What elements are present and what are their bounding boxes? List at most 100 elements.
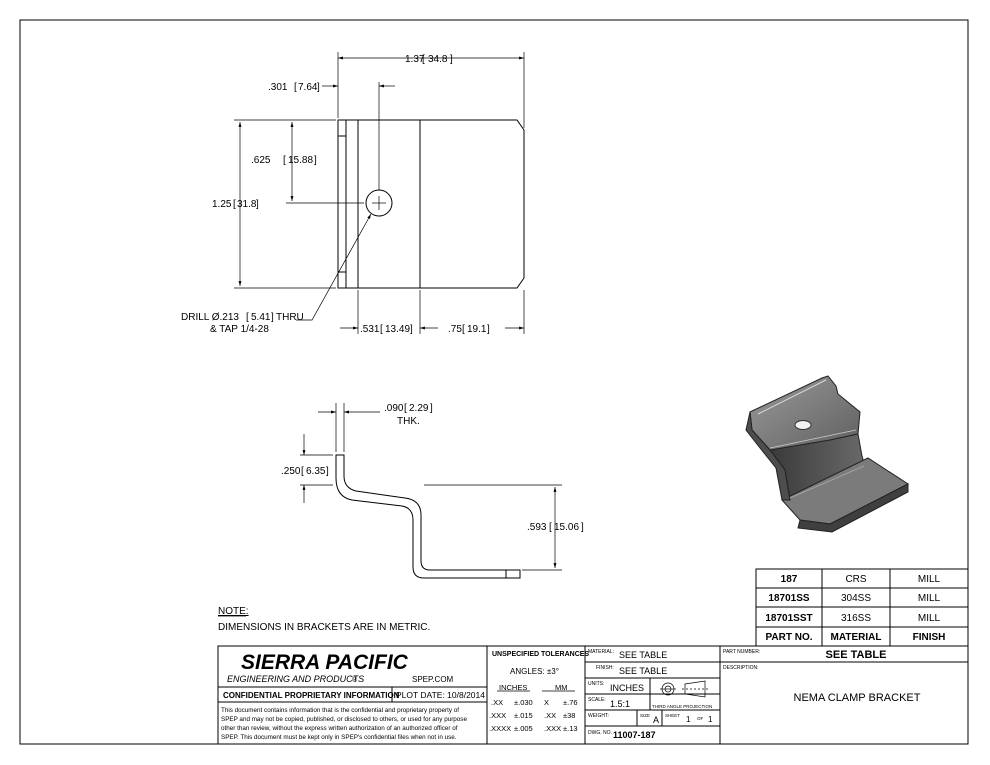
dim-flange-mm: 13.49 (385, 324, 410, 335)
tolerance-inches-header: INCHES (499, 683, 527, 692)
title-block-size-label: SIZE (640, 713, 650, 718)
dim-top-mm: 6.35 (306, 466, 326, 477)
title-block-material-label: MATERIAL: (588, 649, 614, 655)
finish-value: SEE TABLE (619, 666, 667, 676)
title-block-tolerances-rows-1-3: ±38 (563, 711, 575, 720)
svg-text:]: ] (256, 199, 259, 210)
dim-thk-mm: 2.29 (409, 403, 429, 414)
top-view-dimensions: 1.37 34.8 [] .301 [ 7.64 ] .625 [ 15.88 … (181, 54, 490, 335)
dim-tab-mm: 19.1 (467, 324, 487, 335)
svg-text:]: ] (314, 155, 317, 166)
title-block-weight-label: WEIGHT: (588, 713, 609, 719)
size-value: A (653, 715, 659, 725)
tolerance-angles: ANGLES: ±3° (510, 667, 559, 676)
title-block-tolerances-rows-0-1: ±.030 (514, 698, 533, 707)
svg-text:]: ] (581, 522, 584, 533)
drill-callout-a: DRILL Ø.213 (181, 312, 239, 323)
title-block-sheet-total: 1 (708, 715, 713, 724)
svg-text:[: [ (549, 522, 552, 533)
isometric-view (745, 375, 909, 533)
part-row-1-no: 187 (781, 574, 798, 585)
part-row-3-no: 18701SST (765, 613, 812, 624)
svg-text:]: ] (487, 324, 490, 335)
note-text: DIMENSIONS IN BRACKETS ARE IN METRIC. (218, 622, 430, 633)
tolerance-mm-header: MM (555, 683, 568, 692)
dim-thk-in: .090 (384, 403, 404, 414)
svg-text:[: [ (283, 155, 286, 166)
company-subtitle: ENGINEERING AND PRODUCTS (227, 674, 364, 684)
title-block-tolerances-rows-1-1: ±.015 (514, 711, 533, 720)
svg-text:]: ] (317, 82, 320, 93)
tolerances-title: UNSPECIFIED TOLERANCES (492, 651, 589, 658)
svg-text:[: [ (462, 324, 465, 335)
title-block-tolerances-rows-1-2: .XX (544, 711, 556, 720)
part-number-value: SEE TABLE (826, 649, 887, 661)
scale-value: 1.5:1 (610, 699, 630, 709)
iso-hole (794, 420, 812, 430)
title-block-units-label: UNITS: (588, 681, 604, 687)
description-value: NEMA CLAMP BRACKET (794, 692, 921, 704)
third-angle-projection-icon (660, 680, 708, 698)
title-block-description-label: DESCRIPTION: (723, 665, 759, 671)
title-block-tolerances-rows-0-3: ±.76 (563, 698, 578, 707)
dim-width-mm: 34.8 (428, 54, 448, 65)
title-block-tolerances-rows-2-3: ±.13 (563, 724, 578, 733)
svg-text:]: ] (271, 312, 274, 323)
projection-label: THIRD ANGLE PROJECTION (652, 704, 712, 709)
part-row-3-finish: MILL (918, 613, 941, 624)
title-block-sheet: 1 (686, 715, 691, 724)
units-value: INCHES (610, 683, 644, 693)
disclaimer-line-1: This document contains information that … (221, 707, 459, 714)
title-block-finish-label: FINISH: (596, 665, 614, 671)
dim-hole-y-in: .625 (251, 155, 271, 166)
parts-header-partno: PART NO. (765, 632, 812, 643)
plot-date: PLOT DATE: 10/8/2014 (396, 690, 485, 700)
side-view-dimensions: .090 [ 2.29 ] THK. .250 [ 6.35 ] .593 [ … (281, 403, 584, 533)
dim-hole-x-mm: 7.64 (298, 82, 318, 93)
dim-offset-mm: 15.06 (554, 522, 579, 533)
svg-text:]: ] (430, 403, 433, 414)
drill-callout-tap: & TAP 1/4-28 (210, 324, 269, 335)
part-row-1-material: CRS (845, 574, 866, 585)
disclaimer-line-2: SPEP and may not be copied, published, o… (221, 716, 467, 723)
svg-text:[: [ (246, 312, 249, 323)
svg-text:[: [ (294, 82, 297, 93)
title-block-partnumber-label: PART NUMBER: (723, 649, 760, 655)
title-block-scale-label: SCALE: (588, 697, 606, 703)
title-block-sheet-label: SHEET (665, 713, 680, 718)
dim-height-in: 1.25 (212, 199, 232, 210)
side-view (300, 403, 562, 579)
top-view-outline (337, 119, 525, 289)
title-block (217, 645, 969, 745)
side-view-profile (335, 454, 521, 579)
dim-hole-x-in: .301 (268, 82, 288, 93)
part-row-3-material: 316SS (841, 613, 871, 624)
parts-header-finish: FINISH (913, 632, 946, 643)
title-block-text: SIERRA PACIFIC ENGINEERING AND PRODUCTS … (221, 649, 921, 741)
svg-text:[: [ (422, 54, 425, 65)
svg-text:[: [ (233, 199, 236, 210)
company-website: SPEP.COM (412, 675, 454, 684)
title-block-tolerances-rows-2-0: .XXXX (489, 724, 511, 733)
top-view (234, 52, 525, 334)
title-block-dwg-label: DWG. NO. (588, 730, 612, 736)
svg-text:[: [ (301, 466, 304, 477)
dim-top-in: .250 (281, 466, 301, 477)
title-block-tolerances-rows-2-2: .XXX (544, 724, 561, 733)
dim-offset-in: .593 (527, 522, 547, 533)
registered-mark: ® (352, 676, 358, 684)
dim-thk-label: THK. (397, 416, 420, 427)
title-block-tolerances-rows-2-1: ±.005 (514, 724, 533, 733)
material-value: SEE TABLE (619, 650, 667, 660)
svg-text:[: [ (404, 403, 407, 414)
confidential-label: CONFIDENTIAL PROPRIETARY INFORMATION (223, 691, 400, 700)
title-block-tolerances-rows-0-0: .XX (491, 698, 503, 707)
parts-header-material: MATERIAL (831, 632, 882, 643)
dim-height-mm: 31.8 (237, 199, 257, 210)
disclaimer-line-4: SPEP. This document must be kept only in… (221, 734, 457, 741)
dim-width-in: 1.37 (405, 54, 425, 65)
title-block-tolerances-rows-0-2: X (544, 698, 549, 707)
svg-text:]: ] (326, 466, 329, 477)
drill-callout-b: THRU (276, 312, 304, 323)
